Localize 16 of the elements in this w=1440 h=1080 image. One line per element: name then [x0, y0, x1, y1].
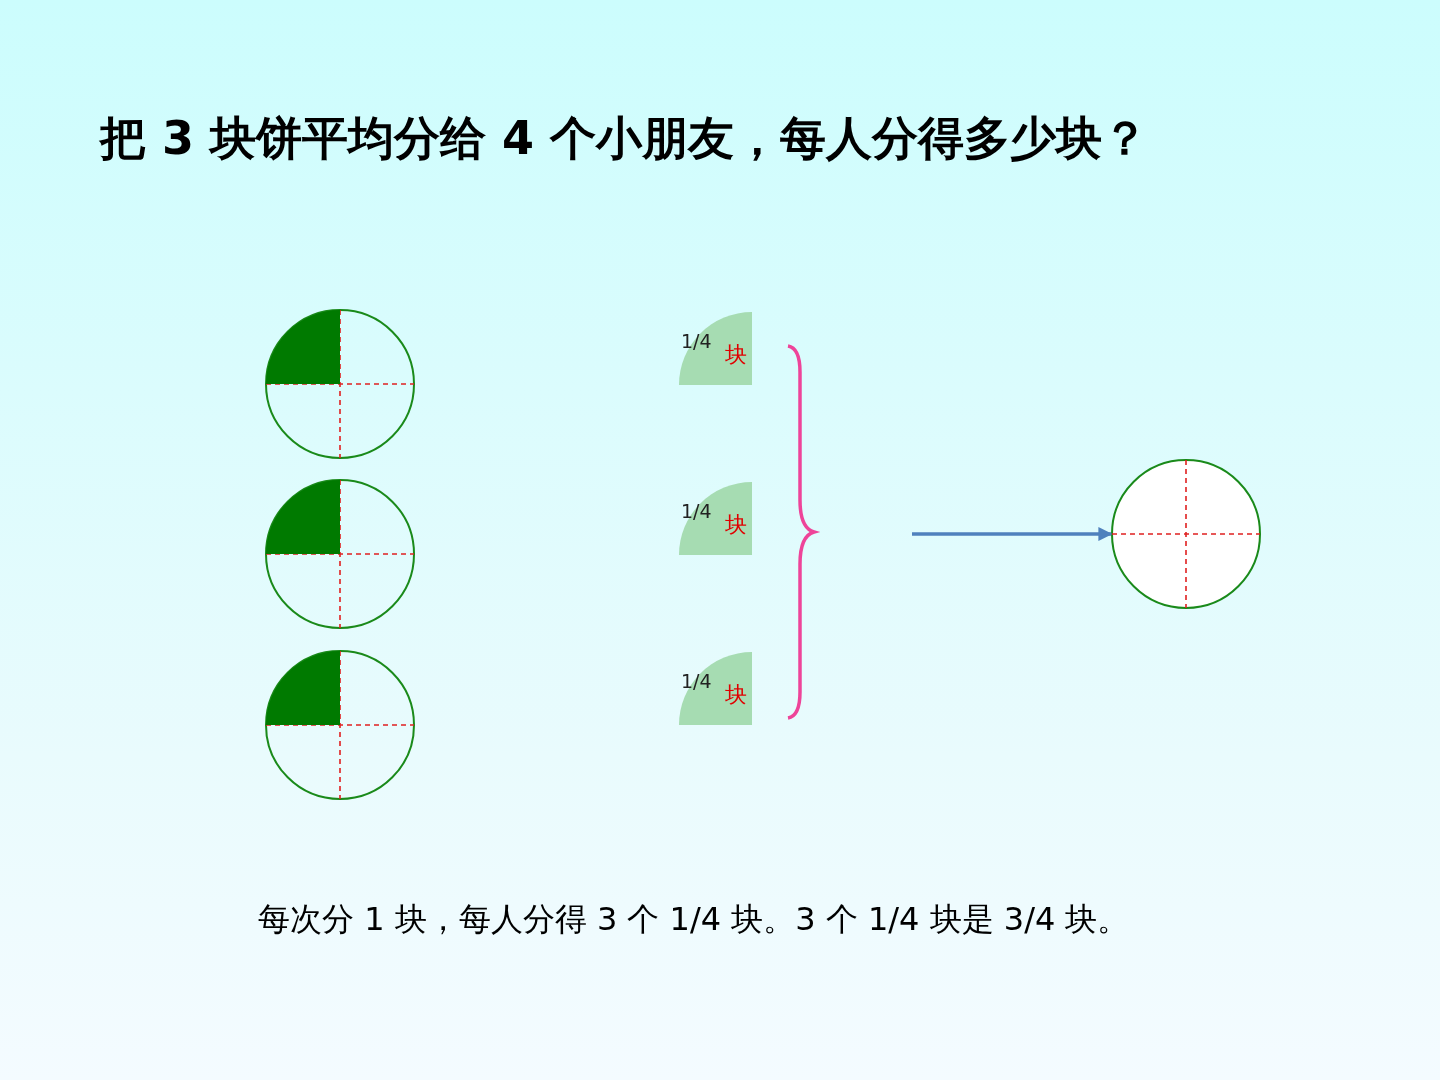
arrow [912, 527, 1113, 541]
quarter-piece [679, 482, 752, 555]
pie-circle-drawing [264, 649, 416, 801]
pie-circle-drawing [264, 308, 416, 460]
quarter-piece [679, 652, 752, 725]
unit-label: 块 [725, 511, 747, 539]
title: 把 3 块饼平均分给 4 个小朋友，每人分得多少块？ [100, 110, 1149, 167]
fraction-label: 1/4 [681, 330, 712, 352]
pie-circle-drawing [264, 478, 416, 630]
fraction-label: 1/4 [681, 500, 712, 522]
quarter-piece [679, 312, 752, 385]
empty-circle-drawing [1110, 458, 1262, 610]
explanation-text: 每次分 1 块，每人分得 3 个 1/4 块。3 个 1/4 块是 3/4 块。 [258, 899, 1130, 940]
unit-label: 块 [725, 681, 747, 709]
fraction-label: 1/4 [681, 670, 712, 692]
unit-label: 块 [725, 341, 747, 369]
